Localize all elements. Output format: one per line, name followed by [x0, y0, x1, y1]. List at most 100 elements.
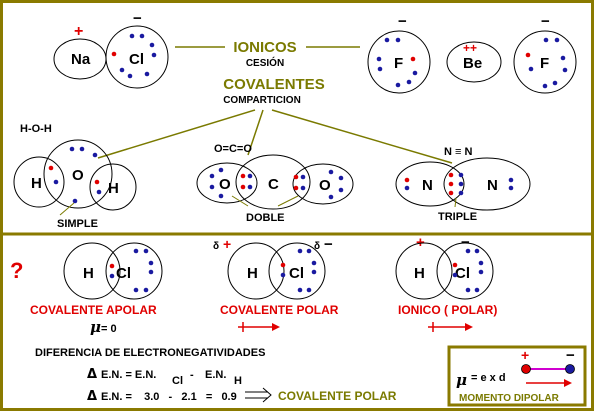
electron: [542, 83, 548, 89]
electron: [148, 269, 154, 275]
shared-electron: [240, 184, 246, 190]
doble-label: DOBLE: [246, 212, 285, 224]
implies-arrow-icon: [245, 387, 272, 403]
h-left-symbol: H: [31, 175, 42, 192]
dipole-formula: = e x d: [471, 372, 506, 384]
f-left-electrons: [376, 37, 418, 88]
c-symbol: C: [268, 176, 279, 193]
shared-electron: [458, 190, 464, 196]
en-formula: Δ E.N. = E.N. Cl - E.N. H: [87, 367, 242, 387]
water-electrons: [48, 146, 102, 204]
n2-triple-bond: N ≡ N N N TRIPLE: [395, 146, 531, 223]
electron: [474, 287, 480, 293]
positive-charge-dot: [521, 364, 531, 374]
delta-icon: Δ: [87, 367, 97, 382]
electron: [338, 187, 344, 193]
transferred-electron: [111, 51, 117, 57]
electron: [404, 185, 410, 191]
shared-electron: [293, 185, 299, 191]
electron: [552, 80, 558, 86]
formula-h-subscript: H: [234, 375, 242, 387]
shared-electron: [448, 190, 454, 196]
comparticion-label: COMPARTICION: [223, 95, 301, 106]
cl-symbol: Cl: [455, 265, 470, 282]
cl-electrons: [111, 33, 157, 79]
electron: [143, 248, 149, 254]
hcl-ionic: + − H Cl IONICO ( POLAR): [395, 234, 497, 332]
triple-pointer: [454, 197, 457, 208]
electron: [311, 269, 317, 275]
n-right-symbol: N: [487, 177, 498, 194]
mu-symbol: μ: [456, 371, 467, 389]
shared-electron: [247, 173, 253, 179]
polar-label: COVALENTE POLAR: [220, 303, 339, 317]
electron: [133, 287, 139, 293]
electron: [209, 173, 215, 179]
electron: [79, 146, 85, 152]
be-atom: [446, 41, 502, 83]
h-atom: [63, 242, 121, 300]
electron: [306, 287, 312, 293]
electron: [528, 66, 534, 72]
be-charge: ++: [463, 41, 477, 55]
n-right-atom: [443, 157, 531, 211]
simple-label: SIMPLE: [57, 218, 98, 230]
f-right-electrons: [525, 37, 568, 89]
shared-electron: [458, 172, 464, 178]
cl-symbol: Cl: [116, 265, 131, 282]
h-symbol: H: [247, 265, 258, 282]
electron: [149, 42, 155, 48]
h-atom: [227, 242, 285, 300]
ionicos-heading: IONICOS: [233, 39, 296, 56]
electron: [53, 179, 59, 185]
electron: [338, 175, 344, 181]
h-right-atom: [89, 163, 137, 211]
electron: [297, 287, 303, 293]
electron: [139, 33, 145, 39]
f-right-symbol: F: [540, 55, 549, 72]
branch-doble: [247, 109, 264, 156]
electron: [395, 37, 401, 43]
shared-electron: [247, 184, 253, 190]
electron: [406, 79, 412, 85]
electron: [465, 287, 471, 293]
dipole-moment-box: μ = e x d + − MOMENTO DIPOLAR: [456, 347, 575, 404]
h-electron: [94, 179, 100, 185]
electron: [133, 248, 139, 254]
transferred-electron: [452, 262, 458, 268]
electron: [554, 37, 560, 43]
electron: [119, 67, 125, 73]
dipole-arrow-icon: [428, 322, 473, 332]
o-atom: [43, 139, 113, 209]
shared-electron: [458, 181, 464, 187]
dipole-label: MOMENTO DIPOLAR: [459, 393, 560, 404]
en-result: COVALENTE POLAR: [278, 389, 397, 403]
en-calculation: Δ E.N. = 3.0 - 2.1 = 0.9 COVALENTE POLAR: [87, 387, 397, 404]
water-formula: H-O-H: [20, 123, 52, 135]
delta-minus-sign: −: [324, 236, 333, 253]
o-right-symbol: O: [319, 177, 331, 194]
electron: [377, 66, 383, 72]
n-left-atom: [395, 161, 465, 207]
electron: [508, 177, 514, 183]
electron: [96, 189, 102, 195]
electron: [209, 184, 215, 190]
electron: [297, 248, 303, 254]
h-electron: [48, 165, 54, 171]
h-atom: [395, 242, 453, 300]
shared-electron: [448, 181, 454, 187]
dipole-minus-charge: −: [566, 347, 575, 364]
electron: [144, 71, 150, 77]
branch-simple: [97, 109, 256, 159]
formula-minus: -: [190, 369, 194, 381]
c-atom: [235, 154, 311, 210]
n-left-symbol: N: [422, 177, 433, 194]
delta-icon: Δ: [87, 389, 97, 404]
f-right-charge: −: [541, 13, 550, 30]
electron: [508, 185, 514, 191]
na-charge: +: [74, 23, 83, 40]
electron: [143, 287, 149, 293]
electron: [151, 52, 157, 58]
